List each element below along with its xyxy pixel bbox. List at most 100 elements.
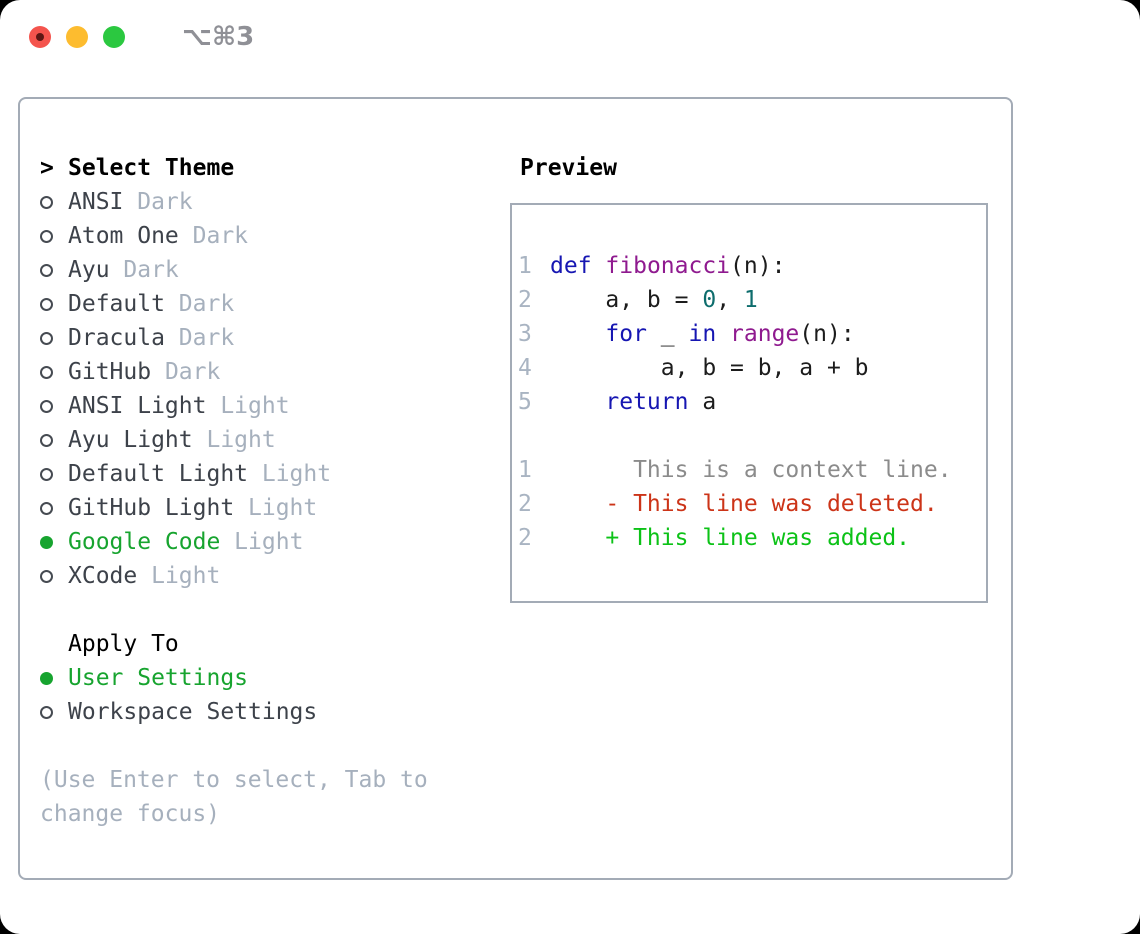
radio-dot-icon [40, 195, 53, 209]
theme-variant: Light [137, 563, 221, 589]
select-theme-header: > Select Theme [40, 151, 428, 185]
radio-selected-icon [40, 671, 68, 685]
diff-text: + This line was added. [550, 525, 911, 551]
theme-name: GitHub Light [68, 495, 235, 521]
token-pln: , [716, 287, 744, 313]
theme-name: ANSI Light [68, 393, 207, 419]
theme-option[interactable]: ANSI Dark [40, 185, 428, 219]
theme-name: Default Light [68, 461, 249, 487]
theme-name: ANSI [68, 189, 124, 215]
radio-dot-icon [40, 229, 53, 243]
radio-icon [40, 501, 68, 515]
theme-option[interactable]: Google Code Light [40, 525, 428, 559]
line-number: 2 [518, 287, 532, 313]
theme-variant: Light [192, 427, 276, 453]
theme-option[interactable]: Dracula Dark [40, 321, 428, 355]
theme-name: Google Code [68, 529, 221, 555]
token-kwd: in [688, 321, 717, 347]
select-theme-title: Select Theme [68, 155, 235, 181]
apply-to-title: Apply To [68, 631, 179, 657]
theme-name: XCode [68, 563, 138, 589]
token-kwd: def [550, 253, 592, 279]
radio-dot-icon [40, 705, 53, 719]
apply-to-option[interactable]: Workspace Settings [40, 695, 428, 729]
token-pln [716, 321, 730, 347]
line-number: 4 [518, 355, 532, 381]
theme-option[interactable]: XCode Light [40, 559, 428, 593]
theme-name: GitHub [68, 359, 152, 385]
theme-variant: Dark [109, 257, 179, 283]
token-pln: (n): [730, 253, 786, 279]
radio-icon [40, 365, 68, 379]
zoom-button[interactable] [103, 26, 125, 48]
theme-variant: Dark [151, 359, 221, 385]
radio-dot-icon [40, 501, 53, 515]
theme-name: Ayu [68, 257, 110, 283]
code-line: 4 a, b = b, a + b [518, 351, 986, 385]
theme-variant: Light [248, 461, 332, 487]
theme-variant: Light [234, 495, 318, 521]
diff-line-add: 2 + This line was added. [518, 521, 986, 555]
radio-selected-icon [40, 535, 68, 549]
token-kwd: return [605, 389, 689, 415]
line-number: 2 [518, 491, 532, 517]
radio-icon [40, 705, 68, 719]
blank-line [518, 419, 986, 453]
theme-name: Dracula [68, 325, 165, 351]
theme-option[interactable]: Default Dark [40, 287, 428, 321]
apply-to-option[interactable]: User Settings [40, 661, 428, 695]
radio-dot-icon [40, 569, 53, 583]
radio-dot-icon [40, 263, 53, 277]
theme-option[interactable]: Default Light Light [40, 457, 428, 491]
radio-icon [40, 569, 68, 583]
theme-name: Default [68, 291, 165, 317]
minimize-button[interactable] [66, 26, 88, 48]
theme-option[interactable]: Atom One Dark [40, 219, 428, 253]
theme-variant: Light [206, 393, 290, 419]
theme-variant: Dark [164, 291, 235, 317]
radio-dot-icon [40, 433, 53, 447]
code-tokens: a, b = b, a + b [550, 355, 869, 381]
code-tokens: def fibonacci(n): [550, 253, 785, 279]
line-number: 5 [518, 389, 532, 415]
theme-option[interactable]: Ayu Dark [40, 253, 428, 287]
token-pln: (n): [799, 321, 855, 347]
radio-icon [40, 433, 68, 447]
token-pln [550, 321, 605, 347]
token-pln [592, 253, 606, 279]
theme-option[interactable]: GitHub Dark [40, 355, 428, 389]
code-tokens: for _ in range(n): [550, 321, 855, 347]
theme-option[interactable]: ANSI Light Light [40, 389, 428, 423]
preview-title: Preview [520, 155, 617, 181]
token-lit: 0 [702, 287, 717, 313]
diff-text: This is a context line. [550, 457, 952, 483]
line-number: 1 [518, 457, 532, 483]
radio-icon [40, 331, 68, 345]
token-pln: a [688, 389, 717, 415]
help-line-2: change focus) [40, 801, 221, 827]
radio-icon [40, 467, 68, 481]
code-tokens: return a [550, 389, 716, 415]
theme-option[interactable]: Ayu Light Light [40, 423, 428, 457]
apply-option-name: Workspace Settings [68, 699, 318, 725]
radio-dot-icon [40, 671, 53, 685]
apply-to-header: Apply To [40, 627, 428, 661]
radio-dot-icon [40, 365, 53, 379]
token-pln: a, b = b, a + b [550, 355, 869, 381]
spacer [40, 729, 428, 763]
theme-option[interactable]: GitHub Light Light [40, 491, 428, 525]
diff-line-ctx: 1 This is a context line. [518, 453, 986, 487]
diff-line-del: 2 - This line was deleted. [518, 487, 986, 521]
apply-option-name: User Settings [68, 665, 249, 691]
radio-icon [40, 229, 68, 243]
theme-name: Atom One [68, 223, 179, 249]
line-number: 2 [518, 525, 532, 551]
close-button[interactable] [29, 26, 51, 48]
